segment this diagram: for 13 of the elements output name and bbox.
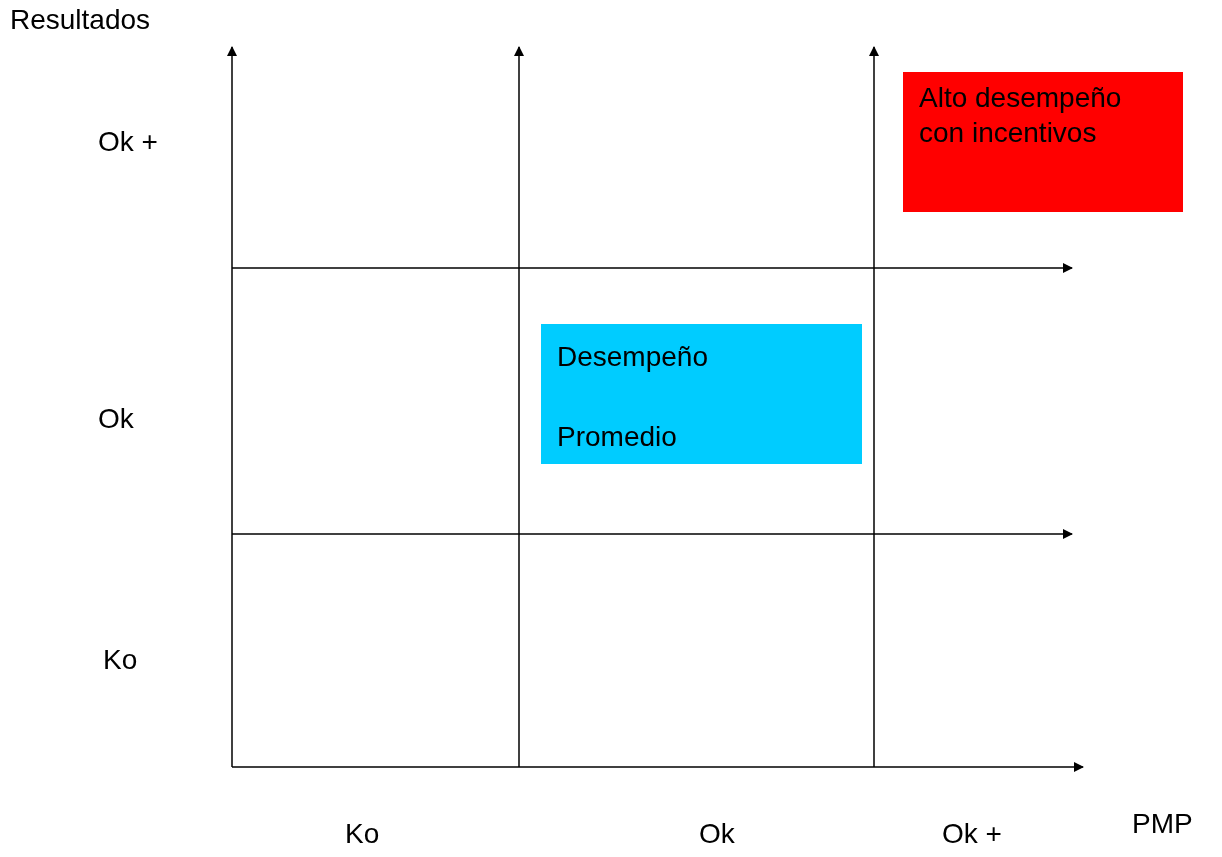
axis-label: Ok (699, 820, 735, 848)
axis-label: Ko (103, 646, 138, 674)
axis-label: Resultados (10, 6, 151, 34)
box-text: Promedio (557, 420, 678, 454)
axis-label: Ko (345, 820, 380, 848)
axis-label: Ok + (942, 820, 1002, 848)
box-text: Alto desempeño con incentivos (919, 81, 1123, 150)
quadrant-box (541, 324, 862, 464)
axis-label: Ok (98, 405, 134, 433)
box-text: Desempeño (557, 340, 709, 374)
quadrant-box (903, 72, 1183, 212)
axis-label: PMP (1132, 810, 1193, 838)
axis-label: Ok + (98, 128, 158, 156)
